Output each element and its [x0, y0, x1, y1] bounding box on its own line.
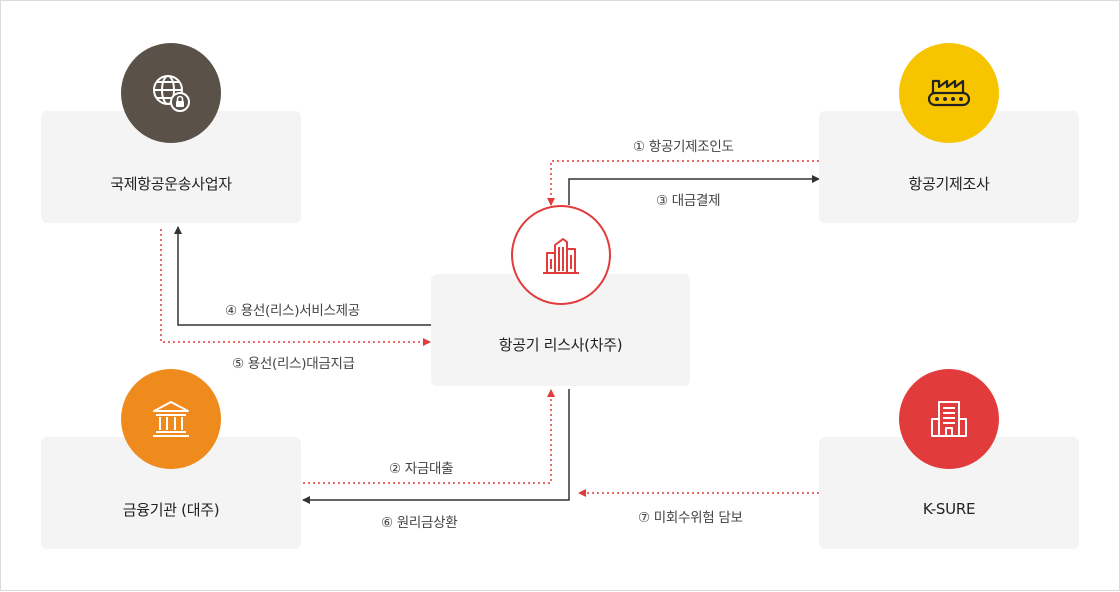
- flow-4-line: [174, 226, 431, 326]
- ksure-circle: [899, 369, 999, 469]
- flow-6-line: [302, 389, 570, 504]
- airline-circle: [121, 43, 221, 143]
- manufacturer-circle: [899, 43, 999, 143]
- financial-label: 금융기관 (대주): [122, 500, 220, 519]
- financial-circle: [121, 369, 221, 469]
- flow-6-label: ⑥ 원리금상환: [381, 515, 458, 531]
- manufacturer-label: 항공기제조사: [908, 174, 990, 193]
- flow-2-label: ② 자금대출: [389, 461, 454, 477]
- office-building-icon: [931, 401, 967, 437]
- flow-7-label: ⑦ 미회수위험 담보: [638, 510, 743, 526]
- flow-5-label: ⑤ 용선(리스)대금지급: [232, 356, 355, 372]
- lessor-circle: [511, 205, 611, 305]
- lessor-label: 항공기 리스사(차주): [498, 335, 623, 354]
- globe-lock-icon: [153, 75, 190, 112]
- flow-3-label: ③ 대금결제: [656, 193, 721, 209]
- factory-icon: [927, 79, 971, 107]
- flow-1-label: ① 항공기제조인도: [633, 139, 734, 155]
- flow-2-line: [303, 389, 555, 484]
- buildings-icon: [543, 238, 579, 274]
- flow-3-line: [568, 175, 820, 205]
- flow-4-label: ④ 용선(리스)서비스제공: [225, 303, 360, 319]
- airline-label: 국제항공운송사업자: [110, 174, 232, 193]
- bank-icon: [153, 401, 189, 437]
- ksure-label: K-SURE: [922, 500, 976, 518]
